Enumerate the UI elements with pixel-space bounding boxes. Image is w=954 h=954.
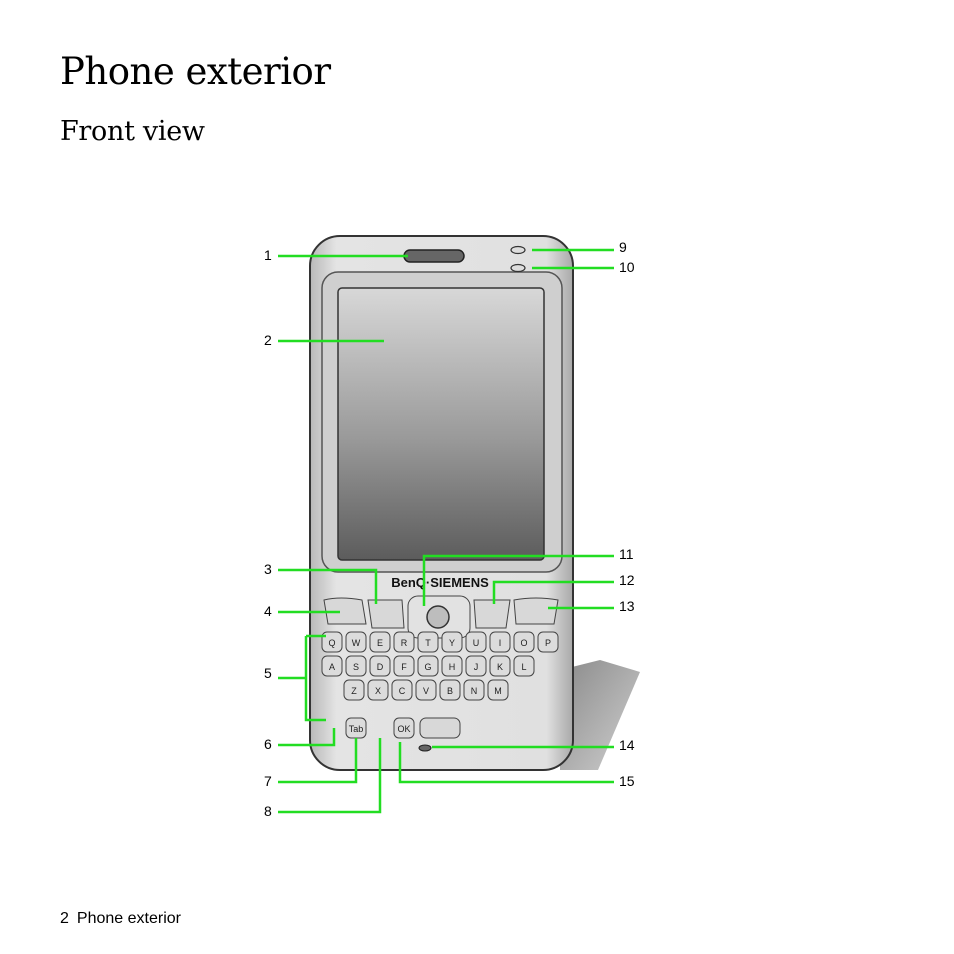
callout-13: 13 bbox=[619, 598, 635, 614]
section-title: Front view bbox=[60, 116, 205, 147]
callout-5: 5 bbox=[264, 665, 272, 681]
key-c bbox=[391, 679, 413, 701]
key-x bbox=[367, 679, 389, 701]
callout-6: 6 bbox=[264, 736, 272, 752]
key-label-t: T bbox=[425, 638, 431, 648]
key-o bbox=[513, 631, 535, 653]
space-key bbox=[419, 717, 461, 739]
screen bbox=[337, 287, 545, 561]
key-q bbox=[321, 631, 343, 653]
key-w bbox=[345, 631, 367, 653]
page-number: 2 bbox=[60, 910, 69, 927]
key-label-a: A bbox=[329, 662, 335, 672]
key-label-q: Q bbox=[328, 638, 335, 648]
key-label-w: W bbox=[352, 638, 361, 648]
key-label-z: Z bbox=[351, 686, 357, 696]
key-label-p: P bbox=[545, 638, 551, 648]
key-a bbox=[321, 655, 343, 677]
navigation-center-button bbox=[426, 605, 450, 629]
key-l bbox=[513, 655, 535, 677]
brand-logo: BenQ·SIEMENS bbox=[391, 575, 489, 590]
key-label-ok: OK bbox=[397, 724, 410, 734]
indicator-led-2 bbox=[510, 263, 526, 273]
key-s bbox=[345, 655, 367, 677]
keyboard: Q W E R T Y U I O P A S D F G H J K L Z X C V B N M Tab OK bbox=[321, 631, 559, 739]
indicator-led-1 bbox=[510, 245, 526, 255]
key-label-s: S bbox=[353, 662, 359, 672]
key-z bbox=[343, 679, 365, 701]
earpiece bbox=[403, 249, 465, 263]
callout-10: 10 bbox=[619, 259, 635, 275]
callout-12: 12 bbox=[619, 572, 635, 588]
callout-1: 1 bbox=[264, 247, 272, 263]
callout-2: 2 bbox=[264, 332, 272, 348]
key-label-e: E bbox=[377, 638, 383, 648]
key-label-u: U bbox=[473, 638, 480, 648]
left-soft-key bbox=[367, 599, 405, 629]
key-label-l: L bbox=[521, 662, 526, 672]
callout-7: 7 bbox=[264, 773, 272, 789]
key-label-y: Y bbox=[449, 638, 455, 648]
end-key bbox=[513, 597, 559, 625]
key-label-i: I bbox=[499, 638, 502, 648]
key-label-v: V bbox=[423, 686, 429, 696]
key-label-c: C bbox=[399, 686, 406, 696]
leader-lines bbox=[278, 248, 614, 814]
key-label-j: J bbox=[474, 662, 479, 672]
callout-labels: 1 2 3 4 5 6 7 8 9 10 11 12 13 14 15 bbox=[264, 239, 635, 819]
key-k bbox=[489, 655, 511, 677]
key-label-o: O bbox=[520, 638, 527, 648]
key-d bbox=[369, 655, 391, 677]
key-r bbox=[393, 631, 415, 653]
key-ok bbox=[393, 717, 415, 739]
microphone bbox=[418, 744, 432, 752]
key-label-x: X bbox=[375, 686, 381, 696]
key-label-k: K bbox=[497, 662, 503, 672]
page-title: Phone exterior bbox=[60, 50, 331, 93]
page-footer: 2 Phone exterior bbox=[60, 910, 189, 928]
key-m bbox=[487, 679, 509, 701]
key-label-f: F bbox=[401, 662, 407, 672]
key-g bbox=[417, 655, 439, 677]
key-label-m: M bbox=[494, 686, 502, 696]
callout-9: 9 bbox=[619, 239, 627, 255]
callout-14: 14 bbox=[619, 737, 635, 753]
key-label-g: G bbox=[424, 662, 431, 672]
key-label-r: R bbox=[401, 638, 408, 648]
key-i bbox=[489, 631, 511, 653]
running-title: Phone exterior bbox=[76, 910, 181, 927]
key-label-tab: Tab bbox=[349, 724, 364, 734]
key-e bbox=[369, 631, 391, 653]
callout-8: 8 bbox=[264, 803, 272, 819]
key-h bbox=[441, 655, 463, 677]
key-y bbox=[441, 631, 463, 653]
key-f bbox=[393, 655, 415, 677]
key-u bbox=[465, 631, 487, 653]
callout-11: 11 bbox=[619, 546, 634, 562]
callout-3: 3 bbox=[264, 561, 272, 577]
phone-shadow bbox=[560, 660, 640, 770]
key-n bbox=[463, 679, 485, 701]
key-b bbox=[439, 679, 461, 701]
key-t bbox=[417, 631, 439, 653]
key-j bbox=[465, 655, 487, 677]
key-p bbox=[537, 631, 559, 653]
key-label-n: N bbox=[471, 686, 478, 696]
key-v bbox=[415, 679, 437, 701]
key-label-h: H bbox=[449, 662, 456, 672]
key-label-b: B bbox=[447, 686, 453, 696]
right-soft-key bbox=[473, 599, 511, 629]
talk-key bbox=[323, 597, 367, 625]
callout-15: 15 bbox=[619, 773, 635, 789]
callout-4: 4 bbox=[264, 603, 272, 619]
key-label-d: D bbox=[377, 662, 384, 672]
